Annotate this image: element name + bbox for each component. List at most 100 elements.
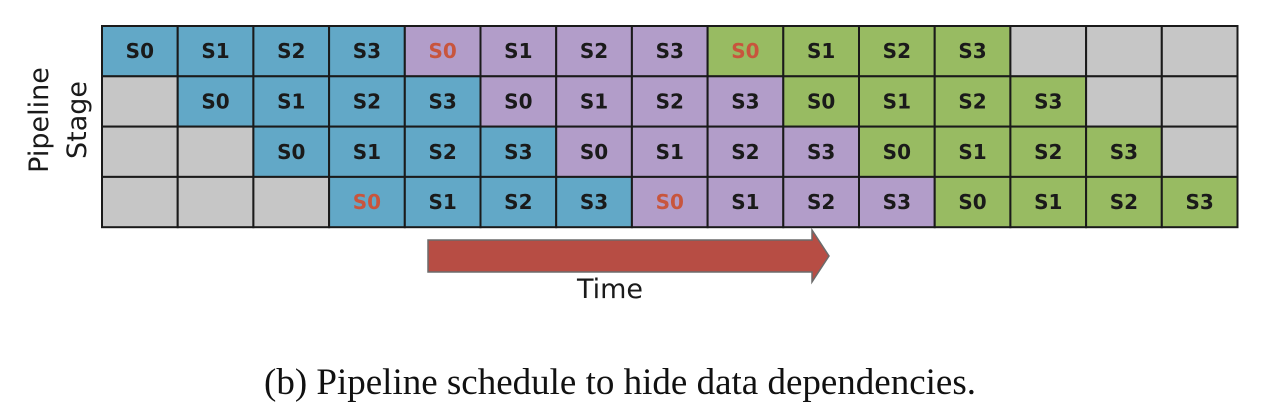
schedule-cell: S3 <box>933 25 1012 78</box>
schedule-cell: S2 <box>1009 125 1088 178</box>
cell-background <box>555 125 633 178</box>
schedule-cell: S1 <box>1009 175 1088 229</box>
schedule-cell <box>1085 75 1163 128</box>
stage-label: S0 <box>883 140 911 164</box>
cell-background <box>782 25 860 78</box>
cell-background <box>479 25 558 78</box>
schedule-cell: S1 <box>252 75 331 128</box>
schedule-cell: S0 <box>101 25 179 78</box>
schedule-cell: S0 <box>858 125 936 178</box>
schedule-cell <box>101 175 179 229</box>
schedule-cell: S0 <box>328 175 406 229</box>
cell-background <box>1160 75 1239 128</box>
stage-label: S1 <box>656 140 684 164</box>
schedule-cell: S3 <box>403 75 482 128</box>
stage-label: S1 <box>504 39 532 63</box>
cell-background <box>176 175 255 229</box>
stage-label: S0 <box>126 39 154 63</box>
cell-background <box>101 75 179 128</box>
time-label: Time <box>576 274 643 305</box>
schedule-cell: S2 <box>706 125 785 178</box>
schedule-cell: S0 <box>176 75 255 128</box>
schedule-cell: S2 <box>252 25 331 78</box>
cell-background <box>555 175 633 229</box>
stage-label: S3 <box>353 39 381 63</box>
schedule-cell: S2 <box>328 75 406 128</box>
stage-label: S2 <box>731 140 759 164</box>
schedule-cell: S1 <box>176 25 255 78</box>
schedule-cell: S3 <box>479 125 558 178</box>
schedule-cell: S3 <box>555 175 633 229</box>
stage-label: S1 <box>1034 190 1062 214</box>
schedule-cell: S2 <box>403 125 482 178</box>
schedule-cell <box>101 125 179 178</box>
stage-label: S3 <box>504 140 532 164</box>
stage-label: S0 <box>656 190 684 214</box>
schedule-cell: S2 <box>933 75 1012 128</box>
stage-label: S1 <box>428 190 456 214</box>
schedule-cell: S3 <box>630 25 709 78</box>
cell-background <box>933 25 1012 78</box>
schedule-cell: S1 <box>933 125 1012 178</box>
cell-background <box>1160 25 1239 78</box>
stage-label: S0 <box>580 140 608 164</box>
cell-background <box>1085 125 1163 178</box>
stage-label: S0 <box>201 89 229 113</box>
schedule-cell <box>176 125 255 178</box>
schedule-cell: S3 <box>1009 75 1088 128</box>
stage-label: S2 <box>580 39 608 63</box>
stage-label: S3 <box>1185 190 1213 214</box>
stage-label: S3 <box>958 39 986 63</box>
cell-background <box>933 175 1012 229</box>
schedule-cell <box>1160 125 1239 178</box>
cell-background <box>328 175 406 229</box>
stage-label: S3 <box>1110 140 1138 164</box>
cell-background <box>706 75 785 128</box>
stage-label: S3 <box>580 190 608 214</box>
schedule-cell: S0 <box>782 75 860 128</box>
cell-background <box>858 75 936 128</box>
schedule-cell: S1 <box>479 25 558 78</box>
schedule-cell: S2 <box>479 175 558 229</box>
cell-background <box>630 175 709 229</box>
schedule-cell: S3 <box>1085 125 1163 178</box>
stage-label: S0 <box>428 39 456 63</box>
y-axis-label-pipeline: Pipeline <box>24 67 55 173</box>
stage-label: S2 <box>656 89 684 113</box>
schedule-cell: S2 <box>1085 175 1163 229</box>
stage-label: S3 <box>656 39 684 63</box>
stage-label: S0 <box>958 190 986 214</box>
stage-label: S1 <box>731 190 759 214</box>
stage-label: S3 <box>807 140 835 164</box>
cell-background <box>782 75 860 128</box>
stage-label: S0 <box>353 190 381 214</box>
schedule-cell: S2 <box>555 25 633 78</box>
schedule-cell: S1 <box>630 125 709 178</box>
cell-background <box>1009 175 1088 229</box>
schedule-cell: S2 <box>782 175 860 229</box>
cell-background <box>706 175 785 229</box>
schedule-cell: S1 <box>706 175 785 229</box>
schedule-cell: S2 <box>630 75 709 128</box>
schedule-cell: S3 <box>328 25 406 78</box>
stage-label: S2 <box>807 190 835 214</box>
cell-background <box>1085 75 1163 128</box>
cell-background <box>101 175 179 229</box>
cell-background <box>933 75 1012 128</box>
stage-label: S0 <box>731 39 759 63</box>
stage-label: S2 <box>958 89 986 113</box>
schedule-cell: S3 <box>1160 175 1239 229</box>
cell-background <box>252 175 331 229</box>
stage-label: S1 <box>201 39 229 63</box>
stage-label: S3 <box>883 190 911 214</box>
cell-background <box>101 25 179 78</box>
stage-label: S1 <box>883 89 911 113</box>
schedule-cell: S3 <box>782 125 860 178</box>
schedule-cell: S0 <box>252 125 331 178</box>
stage-label: S1 <box>277 89 305 113</box>
cell-background <box>630 25 709 78</box>
cell-background <box>1085 175 1163 229</box>
schedule-cell: S0 <box>630 175 709 229</box>
